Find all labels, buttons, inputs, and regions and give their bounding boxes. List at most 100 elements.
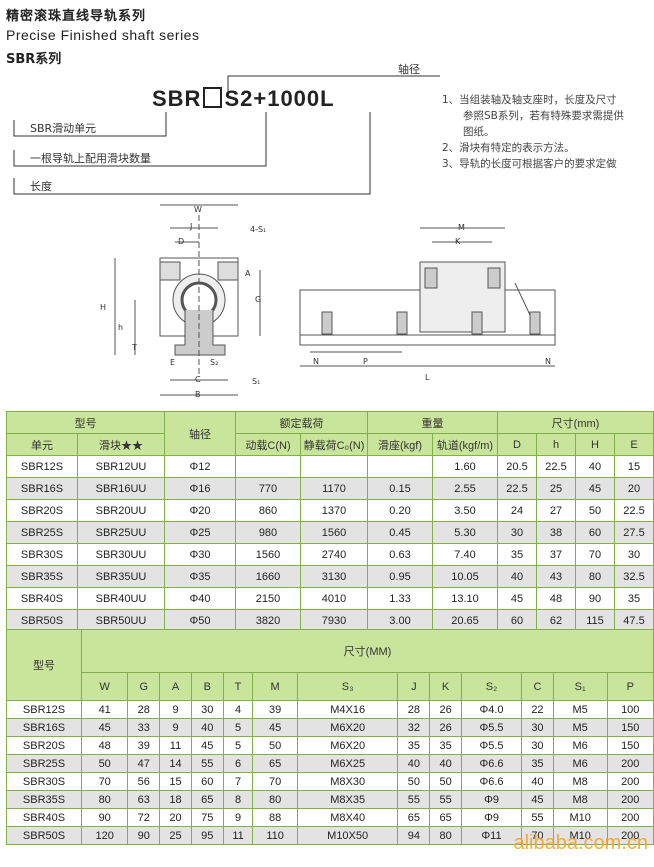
th2-col: S₂ bbox=[460, 672, 523, 701]
table-cell: 50 bbox=[429, 772, 462, 791]
table-cell: 20 bbox=[159, 808, 192, 827]
table-cell: 55 bbox=[397, 790, 431, 809]
table-cell: 6 bbox=[222, 754, 254, 773]
table-cell: 25 bbox=[159, 826, 192, 845]
title-en: Precise Finished shaft series bbox=[6, 27, 200, 43]
table-cell: Φ9 bbox=[460, 790, 523, 809]
th2-col: S₃ bbox=[296, 672, 399, 701]
code-suffix: S2+1000L bbox=[224, 86, 335, 111]
table-cell: Φ20 bbox=[164, 499, 236, 522]
table-cell: 63 bbox=[127, 790, 161, 809]
table-cell: 56 bbox=[127, 772, 161, 791]
table-cell: 20 bbox=[614, 477, 654, 500]
table-cell: 90 bbox=[575, 587, 615, 610]
table-cell: 10.05 bbox=[432, 565, 498, 588]
table-cell: SBR50S bbox=[6, 609, 78, 632]
table-cell: 9 bbox=[222, 808, 254, 827]
table-cell: SBR35S bbox=[6, 790, 82, 809]
svg-text:S₂: S₂ bbox=[210, 358, 218, 367]
table-cell: M10 bbox=[552, 808, 608, 827]
table-cell: 70 bbox=[575, 543, 615, 566]
table-cell: 22 bbox=[521, 700, 554, 719]
table-cell: SBR35S bbox=[6, 565, 78, 588]
table-cell: 3820 bbox=[235, 609, 301, 632]
table-cell: 3.00 bbox=[367, 609, 433, 632]
table-cell: 0.20 bbox=[367, 499, 433, 522]
table-cell: SBR16UU bbox=[77, 477, 165, 500]
table-cell: SBR12S bbox=[6, 455, 78, 478]
svg-text:B: B bbox=[195, 390, 201, 399]
th-unit: 单元 bbox=[6, 433, 78, 456]
note-line: 1、当组装轴及轴支座时，长度及尺寸 bbox=[442, 94, 617, 106]
table-cell: M8X35 bbox=[296, 790, 399, 809]
table-cell: 1370 bbox=[300, 499, 368, 522]
table-cell: 980 bbox=[235, 521, 301, 544]
table-cell: 32.5 bbox=[614, 565, 654, 588]
table-cell: 41 bbox=[80, 700, 129, 719]
note-line: 2、滑块有特定的表示方法。 bbox=[442, 142, 575, 154]
svg-text:E: E bbox=[170, 358, 175, 367]
table-cell: 90 bbox=[127, 826, 161, 845]
table-cell: 90 bbox=[80, 808, 129, 827]
table-cell: 39 bbox=[252, 700, 298, 719]
leader-length bbox=[13, 112, 371, 195]
th2-col: T bbox=[222, 672, 254, 701]
table-cell: SBR30UU bbox=[77, 543, 165, 566]
th-rail: 轨道(kgf/m) bbox=[432, 433, 498, 456]
table-cell: 2.55 bbox=[432, 477, 498, 500]
th2-col: M bbox=[252, 672, 298, 701]
table-cell: Φ9 bbox=[460, 808, 523, 827]
table-cell: 48 bbox=[536, 587, 576, 610]
table-cell: 4010 bbox=[300, 587, 368, 610]
watermark: alibaba.com.cn bbox=[513, 832, 648, 854]
leader-unit bbox=[13, 112, 167, 137]
table-cell: 72 bbox=[127, 808, 161, 827]
table-cell: SBR50S bbox=[6, 826, 82, 845]
svg-text:P: P bbox=[363, 357, 368, 366]
table-cell: 22.5 bbox=[536, 455, 576, 478]
label-blocks: 一根导轨上配用滑块数量 bbox=[30, 152, 151, 165]
table-cell: 18 bbox=[159, 790, 192, 809]
table-cell: SBR40S bbox=[6, 587, 78, 610]
table-cell: 38 bbox=[536, 521, 576, 544]
table-cell: M10X50 bbox=[296, 826, 399, 845]
table-cell: 26 bbox=[429, 718, 462, 737]
table-cell: 65 bbox=[190, 790, 224, 809]
table-cell: 770 bbox=[235, 477, 301, 500]
table-cell: 75 bbox=[190, 808, 224, 827]
leader-blocks bbox=[13, 112, 267, 167]
svg-text:N: N bbox=[545, 357, 551, 366]
table-cell: 200 bbox=[606, 808, 654, 827]
table-cell: M8X30 bbox=[296, 772, 399, 791]
table-cell: 35 bbox=[397, 736, 431, 755]
table-cell: 45 bbox=[497, 587, 537, 610]
table-cell: 15 bbox=[159, 772, 192, 791]
table-cell: 30 bbox=[614, 543, 654, 566]
table-cell: 1660 bbox=[235, 565, 301, 588]
table-cell bbox=[367, 455, 433, 478]
th-dims: 尺寸(mm) bbox=[497, 411, 654, 434]
table-cell: M6X20 bbox=[296, 718, 399, 737]
table-cell: Φ4.0 bbox=[460, 700, 523, 719]
table-cell: 60 bbox=[497, 609, 537, 632]
table-cell: 70 bbox=[521, 826, 554, 845]
table-cell: 55 bbox=[429, 790, 462, 809]
table-cell: 60 bbox=[575, 521, 615, 544]
table-cell: 110 bbox=[252, 826, 298, 845]
table-cell: 55 bbox=[190, 754, 224, 773]
table-cell: SBR12UU bbox=[77, 455, 165, 478]
table-cell: 80 bbox=[252, 790, 298, 809]
table-cell: 47 bbox=[127, 754, 161, 773]
table-cell: M6X20 bbox=[296, 736, 399, 755]
table-cell: 35 bbox=[614, 587, 654, 610]
th-H: H bbox=[575, 433, 615, 456]
table-cell: M6 bbox=[552, 754, 608, 773]
table-cell: Φ6.6 bbox=[460, 772, 523, 791]
title-cn: 精密滚珠直线导轨系列 bbox=[6, 9, 147, 24]
